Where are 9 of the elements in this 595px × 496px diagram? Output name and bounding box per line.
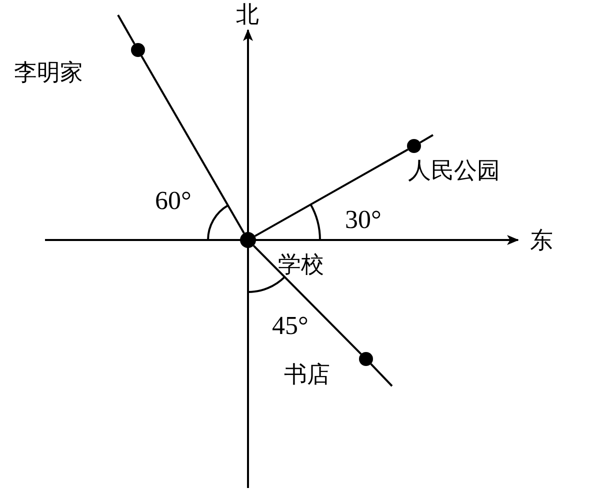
place-name: 人民公园: [408, 158, 500, 184]
angle-label: 60°: [155, 188, 192, 214]
place-name: 李明家: [14, 60, 83, 86]
place-name: 书店: [284, 362, 330, 388]
place-name: 学校: [278, 252, 324, 278]
angle-label: 30°: [345, 207, 382, 233]
direction-label: 北: [236, 2, 259, 28]
angle-label: 45°: [272, 313, 308, 339]
direction-label: 东: [530, 228, 553, 254]
